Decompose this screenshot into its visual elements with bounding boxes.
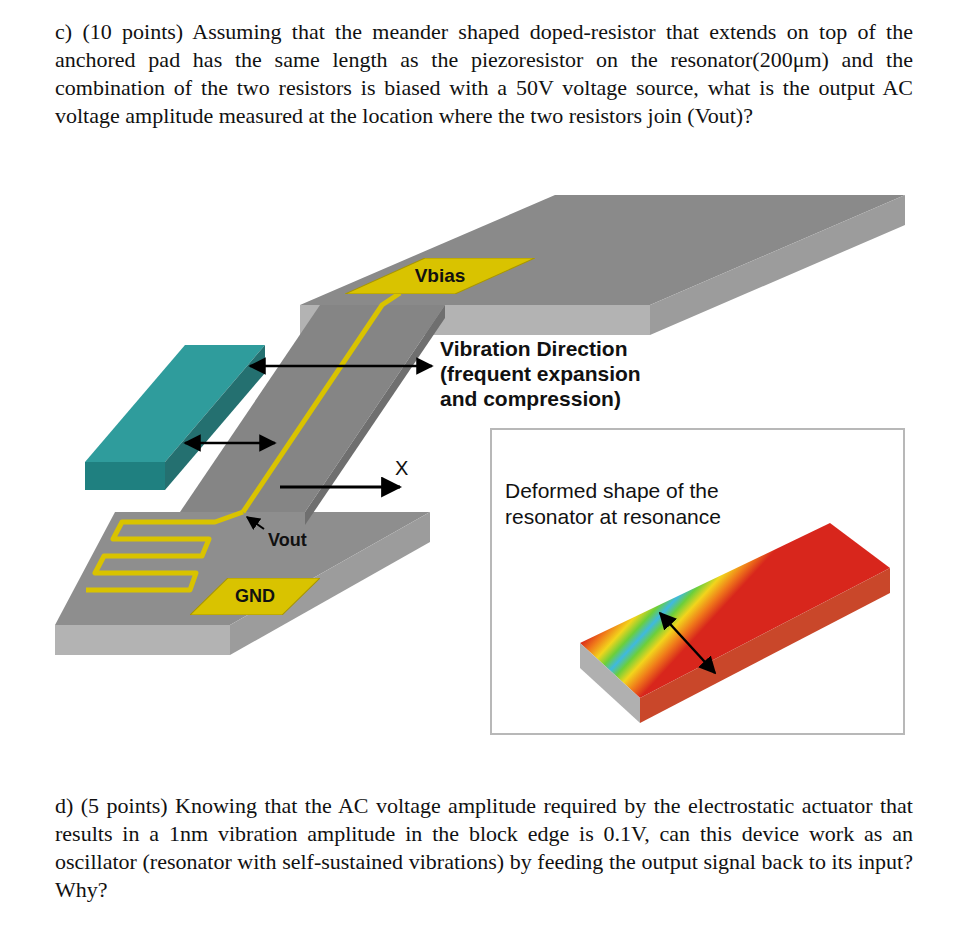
vibration-arrow (660, 613, 715, 673)
vibration-arrow (185, 442, 275, 445)
deformed-resonator-end (580, 643, 640, 723)
signal-name: Vout (268, 529, 307, 551)
vibration-arrow (250, 365, 432, 368)
pad-label: Vbias (415, 264, 466, 288)
question-text: c) (10 points) Assuming that the meander… (55, 18, 913, 130)
deformed-resonator-side (640, 568, 890, 723)
vout-pointer (247, 517, 264, 529)
resonator-beam-side (305, 305, 445, 525)
inset-caption: Deformed shape of the resonator at reson… (505, 478, 727, 530)
electrode-front-face (85, 462, 165, 490)
inset-panel: Deformed shape of the resonator at reson… (490, 428, 905, 735)
meander-resistor (86, 512, 243, 590)
anchor-side-face (650, 195, 905, 335)
anchor-front-face (55, 625, 230, 655)
bias-pad: Vbias (345, 258, 535, 294)
bias-pad-shape (345, 258, 535, 294)
vibration-label: Vibration Direction (frequent expansion … (440, 336, 662, 411)
piezoresistor (243, 293, 400, 512)
question-text: d) (5 points) Knowing that the AC voltag… (55, 792, 913, 904)
axis-label: X (395, 456, 408, 480)
pad-label: GND (235, 585, 275, 608)
ground-pad-shape (190, 578, 320, 615)
x-axis-arrow (280, 486, 400, 489)
ground-pad: GND (190, 578, 320, 615)
